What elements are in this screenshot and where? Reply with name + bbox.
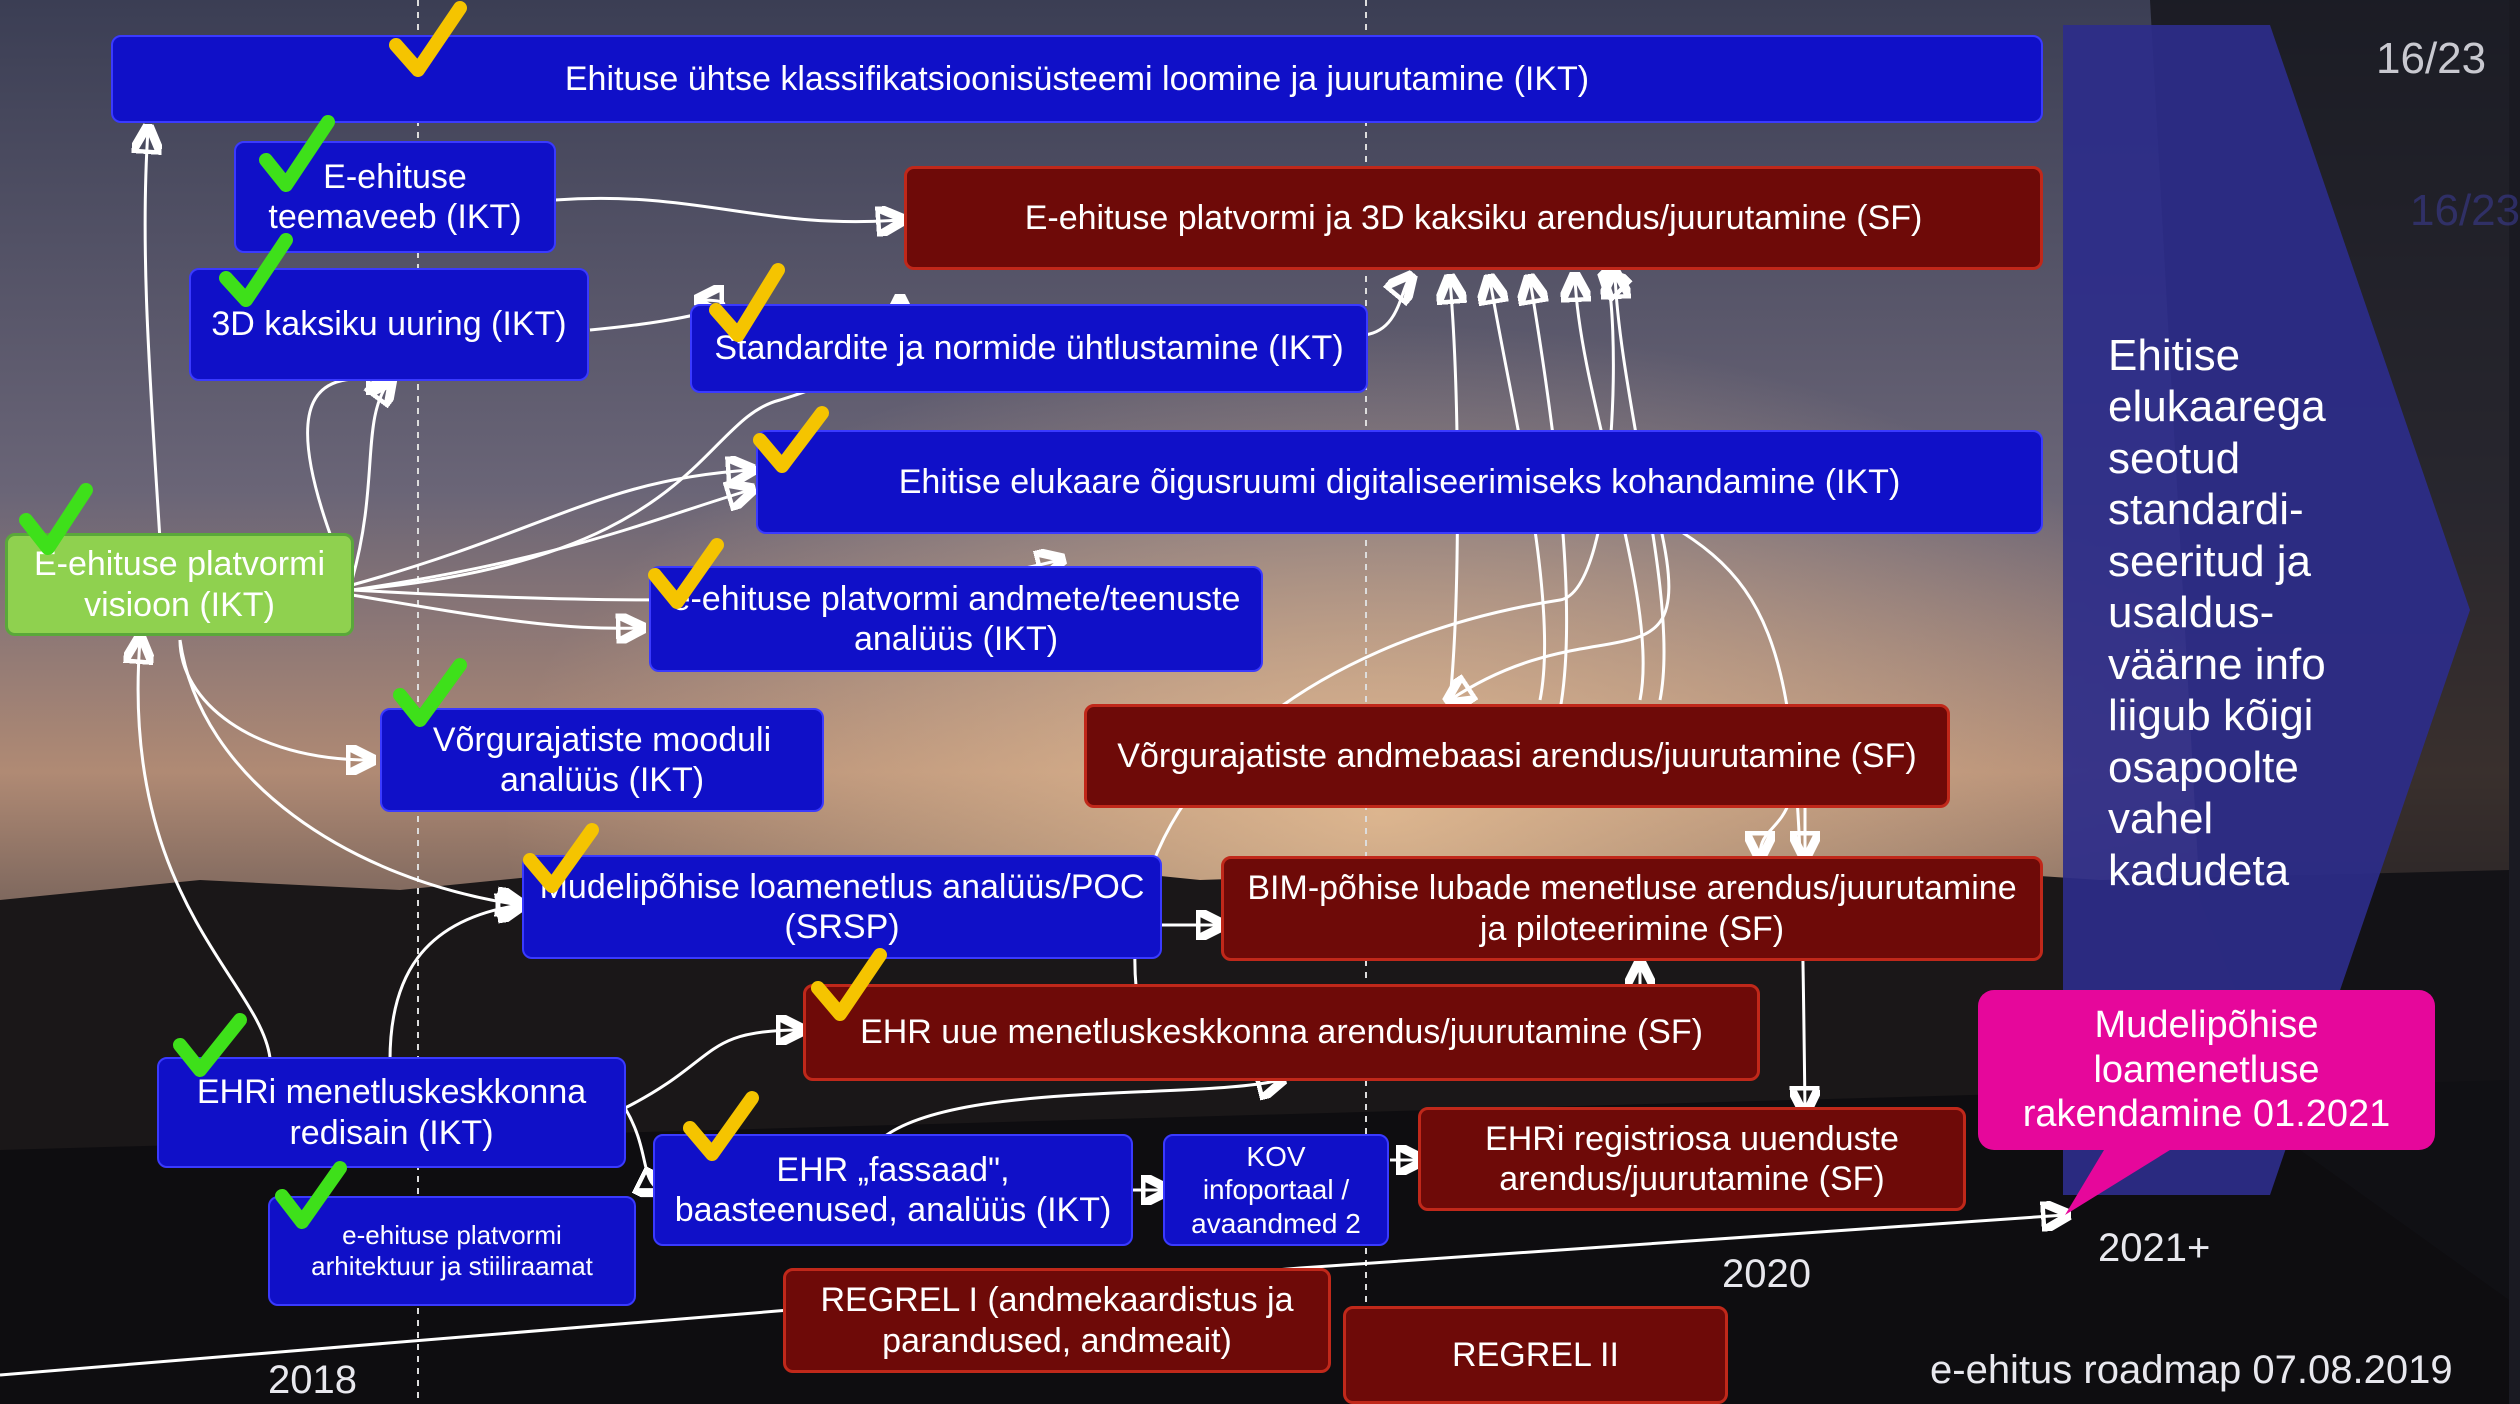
slide-number-ghost: 16/23 <box>2410 186 2520 235</box>
box-ehr-uus: EHR uue menetluskeskkonna arendus/juurut… <box>803 984 1760 1081</box>
check-yellow-icon <box>389 1 467 77</box>
box-kov: KOV infoportaal / avaandmed 2 <box>1163 1134 1389 1246</box>
box-ehr-fassaad: EHR „fassaad", baasteenused, analüüs (IK… <box>653 1134 1133 1246</box>
check-yellow-icon <box>709 263 785 342</box>
box-visioon: E-ehituse platvormi visioon (IKT) <box>5 533 354 636</box>
check-green-icon <box>173 1013 247 1077</box>
check-yellow-icon <box>753 406 829 473</box>
slide-number: 16/23 <box>2376 34 2487 83</box>
box-ehri-registriosa: EHRi registriosa uuenduste arendus/juuru… <box>1418 1107 1966 1211</box>
year-2020: 2020 <box>1722 1252 1811 1296</box>
box-standardid: Standardite ja normide ühtlustamine (IKT… <box>690 304 1368 393</box>
box-vorgurajatised-db: Võrgurajatiste andmebaasi arendus/juurut… <box>1084 704 1950 808</box>
check-green-icon <box>275 1161 347 1229</box>
box-teemaveeb: E-ehituse teemaveeb (IKT) <box>234 141 556 253</box>
footer-roadmap-date: e-ehitus roadmap 07.08.2019 <box>1930 1348 2453 1392</box>
check-yellow-icon <box>523 823 599 893</box>
box-ehri-redisain: EHRi menetluskeskkonna redisain (IKT) <box>157 1057 626 1168</box>
check-green-icon <box>259 115 335 192</box>
box-bim: BIM-põhise lubade menetluse arendus/juur… <box>1221 856 2043 961</box>
year-2018: 2018 <box>268 1358 357 1402</box>
box-arhitektuur: e-ehituse platvormi arhitektuur ja stiil… <box>268 1196 636 1306</box>
box-regrel1: REGREL I (andmekaardistus ja parandused,… <box>783 1268 1331 1373</box>
check-yellow-icon <box>811 948 887 1021</box>
pink-callout: Mudelipõhise loamenetluse rakendamine 01… <box>1978 990 2435 1150</box>
check-yellow-icon <box>683 1091 759 1161</box>
box-mudelipohine: Mudelipõhise loamenetlus analüüs/POC (SR… <box>522 855 1162 959</box>
box-platvorm-3d: E-ehituse platvormi ja 3D kaksiku arendu… <box>904 166 2043 270</box>
check-green-icon <box>19 483 93 555</box>
check-green-icon <box>219 233 293 307</box>
box-vorgurajatised-analyys: Võrgurajatiste mooduli analüüs (IKT) <box>380 708 824 812</box>
year-2021: 2021+ <box>2098 1226 2211 1270</box>
check-green-icon <box>393 658 467 727</box>
check-yellow-icon <box>648 538 724 609</box>
box-regrel2: REGREL II <box>1343 1306 1728 1404</box>
side-panel-text: Ehitise elukaarega seotud standardi-seer… <box>2108 331 2326 895</box>
side-arrow-panel <box>2063 25 2470 1195</box>
box-oigusruum: Ehitise elukaare õigusruumi digitaliseer… <box>756 430 2043 534</box>
box-andmete-analyys: e-ehituse platvormi andmete/teenuste ana… <box>649 566 1263 672</box>
